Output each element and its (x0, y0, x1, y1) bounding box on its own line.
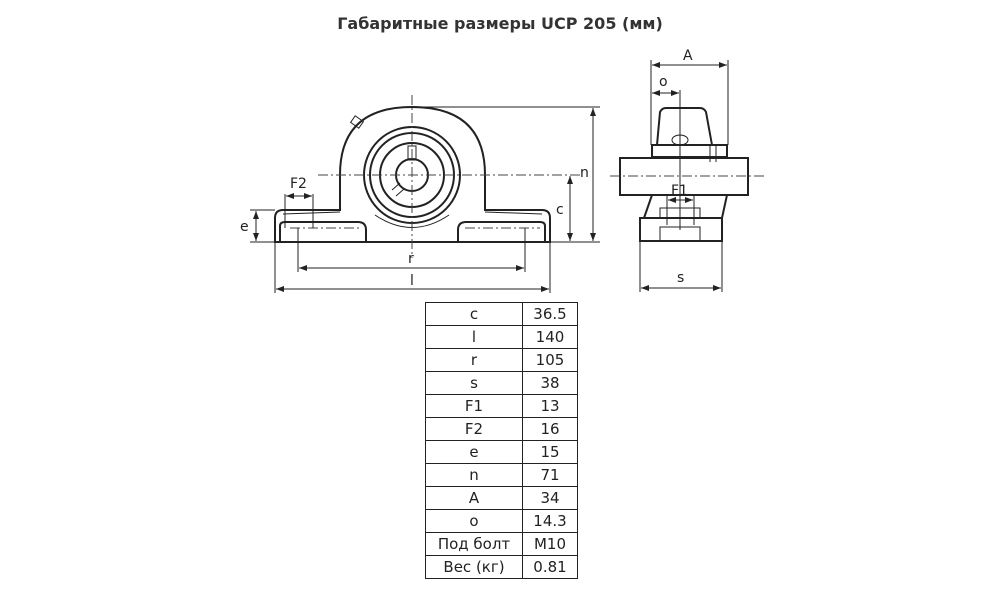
value-cell: 71 (522, 463, 578, 487)
label-c: c (556, 202, 564, 218)
label-f1: F1 (671, 183, 688, 199)
param-cell: F1 (425, 394, 523, 418)
param-cell: c (425, 302, 523, 326)
label-f2: F2 (290, 176, 307, 192)
table-row: Вес (кг)0.81 (425, 555, 578, 579)
value-cell: 38 (522, 371, 578, 395)
value-cell: 0.81 (522, 555, 578, 579)
label-l: l (410, 273, 414, 289)
value-cell: 36.5 (522, 302, 578, 326)
value-cell: 140 (522, 325, 578, 349)
value-cell: 15 (522, 440, 578, 464)
value-cell: 105 (522, 348, 578, 372)
label-r: r (408, 251, 414, 267)
value-cell: 34 (522, 486, 578, 510)
param-cell: Под болт (425, 532, 523, 556)
label-e: e (240, 219, 249, 235)
label-n: n (580, 165, 589, 181)
param-cell: o (425, 509, 523, 533)
param-cell: A (425, 486, 523, 510)
param-cell: e (425, 440, 523, 464)
value-cell: M10 (522, 532, 578, 556)
side-view: A o F1 s (610, 48, 765, 292)
param-cell: s (425, 371, 523, 395)
param-cell: r (425, 348, 523, 372)
param-cell: F2 (425, 417, 523, 441)
label-a: A (683, 48, 693, 64)
value-cell: 16 (522, 417, 578, 441)
value-cell: 13 (522, 394, 578, 418)
label-s: s (677, 270, 684, 286)
param-cell: l (425, 325, 523, 349)
param-cell: n (425, 463, 523, 487)
technical-drawing: F2 e c n r l A o F1 s (240, 48, 765, 293)
param-cell: Вес (кг) (425, 555, 523, 579)
drawing-title: Габаритные размеры UCP 205 (мм) (337, 14, 663, 33)
front-view: F2 e c n r l (240, 95, 600, 293)
value-cell: 14.3 (522, 509, 578, 533)
label-o: o (659, 74, 668, 90)
